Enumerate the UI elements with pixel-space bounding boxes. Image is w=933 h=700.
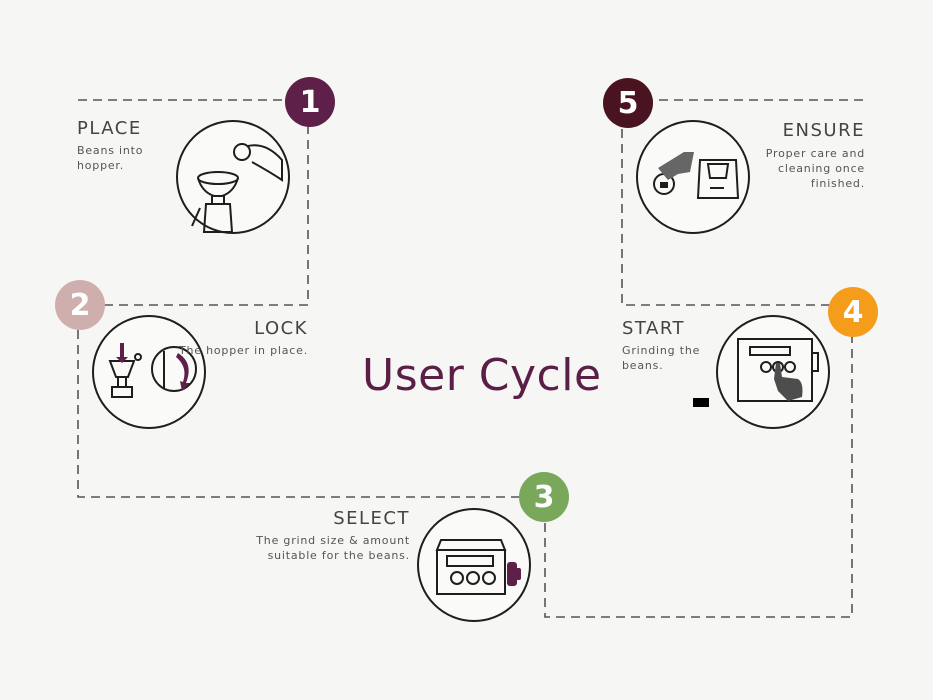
step-2-title: LOCK bbox=[254, 318, 308, 339]
step-1-title: PLACE bbox=[77, 118, 142, 139]
step-2-icon-circle bbox=[92, 315, 206, 429]
step-5-number: 5 bbox=[617, 85, 639, 121]
step-3-description: The grind size & amount suitable for the… bbox=[256, 534, 410, 562]
step-1-icon-circle bbox=[176, 120, 290, 234]
step-3-title: SELECT bbox=[333, 508, 410, 529]
step-4-number: 4 bbox=[842, 294, 864, 330]
step-5-title: ENSURE bbox=[782, 120, 865, 141]
grinder-control-panel-icon bbox=[435, 539, 521, 595]
step-2-badge: 2 bbox=[55, 280, 105, 330]
step-1-number: 1 bbox=[299, 84, 321, 120]
step-5-description: Proper care and cleaning once finished. bbox=[765, 147, 865, 190]
step-3-number: 3 bbox=[533, 479, 555, 515]
diagram-title: User Cycle bbox=[362, 350, 602, 401]
step-3-badge: 3 bbox=[519, 472, 569, 522]
hopper-lock-icon bbox=[108, 343, 197, 398]
step-2-description: The hopper in place. bbox=[178, 344, 308, 357]
step-5-icon-circle bbox=[636, 120, 750, 234]
step-4-description: Grinding the beans. bbox=[622, 344, 701, 372]
step-4-badge: 4 bbox=[828, 287, 878, 337]
hand-pressing-button-icon bbox=[737, 338, 819, 402]
hand-pouring-beans-icon bbox=[191, 143, 283, 233]
step-2-number: 2 bbox=[69, 287, 91, 323]
small-black-mark bbox=[693, 398, 709, 407]
step-5-badge: 5 bbox=[603, 78, 653, 128]
brush-cleaning-icon bbox=[653, 152, 740, 199]
step-1-description: Beans into hopper. bbox=[77, 144, 144, 172]
step-4-icon-circle bbox=[716, 315, 830, 429]
step-4-title: START bbox=[622, 318, 686, 339]
step-1-badge: 1 bbox=[285, 77, 335, 127]
step-3-icon-circle bbox=[417, 508, 531, 622]
